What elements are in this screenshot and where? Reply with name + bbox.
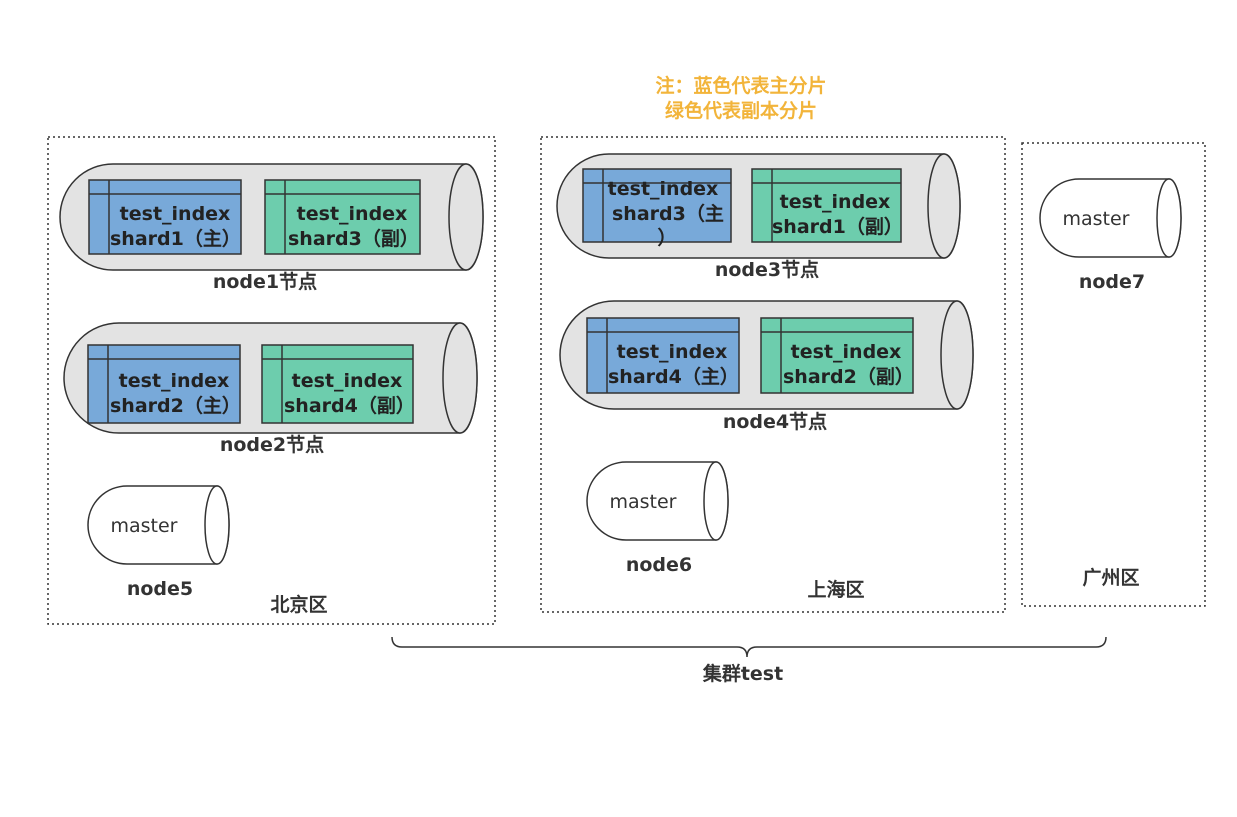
node1-shard1-line1: test_index	[120, 203, 231, 225]
region-shanghai-box	[540, 136, 1006, 613]
node2-shard2-primary: test_index shard2（主）	[87, 344, 241, 424]
node1-shard1-line2: shard1（主）	[110, 227, 241, 250]
region-beijing-label: 北京区	[270, 593, 327, 616]
node2-shard4-line1: test_index	[292, 370, 403, 392]
node3-shard3-line2: shard3（主	[612, 202, 724, 225]
node5-master-text: master	[110, 515, 177, 537]
node5-master-cylinder: master	[87, 485, 230, 565]
node3-shard1-line2: shard1（副）	[772, 215, 903, 238]
region-shanghai-label: 上海区	[807, 578, 864, 601]
node6-label: node6	[626, 554, 692, 576]
node6-master-cylinder: master	[586, 461, 729, 541]
cluster-label: 集群test	[702, 662, 783, 685]
node7-label: node7	[1079, 271, 1145, 293]
node5-label: node5	[127, 578, 193, 600]
node3-shard1-replica: test_index shard1（副）	[751, 168, 903, 243]
node2-shard2-line1: test_index	[119, 370, 230, 392]
node2-shard4-replica: test_index shard4（副）	[261, 344, 415, 424]
note-line-2: 绿色代表副本分片	[665, 99, 817, 122]
node4-label: node4节点	[723, 411, 827, 433]
node1-label: node1节点	[213, 271, 317, 293]
cluster-brace	[391, 636, 1107, 658]
region-guangzhou-box	[1021, 142, 1206, 607]
node4-shard4-line2: shard4（主）	[608, 365, 739, 388]
node7-master-text: master	[1062, 208, 1129, 230]
node3-shard3-primary: test_index shard3（主 ）	[582, 168, 732, 249]
node2-shard2-line2: shard2（主）	[110, 394, 241, 417]
node2-label: node2节点	[220, 434, 324, 456]
node4-shard4-line1: test_index	[617, 341, 728, 363]
node2-shard4-line2: shard4（副）	[284, 394, 415, 417]
node1-shard1-primary: test_index shard1（主）	[88, 179, 242, 255]
node6-master-text: master	[609, 491, 676, 513]
note-line-1: 注：蓝色代表主分片	[655, 74, 826, 97]
node3-shard1-line1: test_index	[780, 191, 891, 213]
node3-label: node3节点	[715, 259, 819, 281]
node4-shard2-replica: test_index shard2（副）	[760, 317, 914, 394]
node1-shard3-line2: shard3（副）	[288, 227, 419, 250]
node1-shard3-replica: test_index shard3（副）	[264, 179, 421, 255]
node7-master-cylinder: master	[1039, 178, 1182, 258]
node4-shard2-line2: shard2（副）	[783, 365, 914, 388]
node3-shard3-line1: test_index	[608, 178, 719, 200]
region-guangzhou-label: 广州区	[1082, 566, 1139, 589]
node4-shard2-line1: test_index	[791, 341, 902, 363]
node1-shard3-line1: test_index	[297, 203, 408, 225]
node3-shard3-line3: ）	[657, 226, 676, 249]
node4-shard4-primary: test_index shard4（主）	[586, 317, 740, 394]
region-beijing-box	[47, 136, 496, 625]
